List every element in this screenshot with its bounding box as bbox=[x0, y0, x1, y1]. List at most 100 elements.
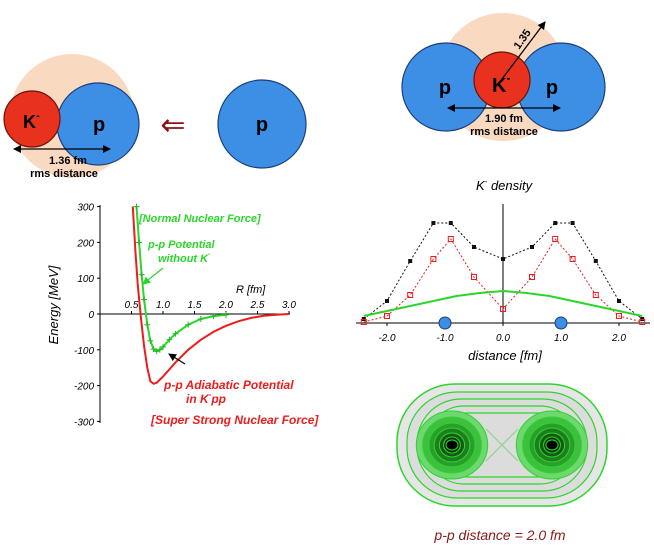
pot-x-tick-label: 2.0 bbox=[218, 300, 233, 311]
proton-position-marker bbox=[438, 316, 452, 330]
red-density-point bbox=[500, 306, 506, 312]
green-potential-point bbox=[133, 203, 140, 210]
den-x-tick-label: 1.0 bbox=[554, 333, 568, 344]
pot-x-tick-label: 1.5 bbox=[188, 300, 202, 311]
kp-system: K- p 1.36 fm rms distance bbox=[3, 54, 140, 180]
total-density-point bbox=[501, 257, 505, 261]
total-density-point bbox=[448, 221, 453, 225]
total-density-point bbox=[570, 221, 575, 225]
green-potential-point bbox=[144, 321, 151, 328]
red-density-point bbox=[430, 256, 437, 262]
den-x-tick-label: -1.0 bbox=[436, 333, 454, 344]
green-potential-point bbox=[223, 311, 229, 318]
pot-x-tick-label: 2.5 bbox=[250, 300, 265, 311]
red-potential-curve bbox=[131, 206, 290, 385]
pot-y-tick-label: 300 bbox=[77, 203, 94, 214]
red-density-point bbox=[447, 236, 454, 242]
total-density-point bbox=[617, 299, 621, 303]
den-x-tick-label: -2.0 bbox=[378, 333, 396, 344]
red-density-point bbox=[616, 313, 622, 319]
total-density-point bbox=[431, 221, 436, 225]
green-potential-point bbox=[166, 336, 173, 343]
total-density-point bbox=[408, 259, 413, 263]
contour-peak bbox=[545, 439, 559, 451]
pot-ylabel: Energy [MeV] bbox=[46, 265, 61, 344]
green-potential-curve bbox=[135, 206, 227, 353]
red-pointer-arrow bbox=[168, 353, 186, 365]
proton-right-circle bbox=[516, 42, 606, 132]
red-density-point bbox=[552, 236, 559, 242]
red-density-point bbox=[407, 292, 414, 298]
pot-y-tick-label: 100 bbox=[77, 274, 94, 285]
red-density-point bbox=[471, 274, 477, 280]
pot-x-tick-label: 1.0 bbox=[156, 300, 170, 311]
total-density-point bbox=[593, 259, 598, 263]
contour-saddle bbox=[485, 428, 519, 462]
free-proton-label: p bbox=[256, 114, 268, 136]
green-potential-point bbox=[141, 296, 148, 303]
green-potential-point bbox=[197, 316, 204, 323]
red-density-point bbox=[569, 256, 576, 262]
den-xlabel: distance [fm] bbox=[468, 348, 542, 363]
red-density-point bbox=[592, 292, 599, 298]
red-density-point bbox=[639, 319, 646, 325]
free-proton: p bbox=[217, 79, 307, 169]
green-potential-point bbox=[160, 343, 166, 350]
adiabatic-label-1: p-p Adiabatic Potential bbox=[163, 378, 294, 392]
adiabatic-label-3: [Super Strong Nuclear Force] bbox=[150, 413, 319, 427]
total-density-point bbox=[472, 245, 476, 249]
adiabatic-label-2: in K-pp bbox=[186, 390, 226, 406]
pot-y-tick-label: -100 bbox=[74, 346, 94, 357]
green-potential-point bbox=[185, 321, 192, 328]
pot-y-tick-label: 0 bbox=[88, 310, 94, 321]
contour-peak bbox=[445, 439, 459, 451]
proton-right-label: p bbox=[546, 77, 558, 99]
red-density-point bbox=[360, 319, 367, 325]
free-proton-circle bbox=[217, 79, 307, 169]
pot-x-tick-label: 0.5 bbox=[125, 300, 139, 311]
rms-label-pp: rms distance bbox=[470, 126, 538, 138]
green-density-curve bbox=[363, 289, 643, 317]
normal-force-label: [Normal Nuclear Force] bbox=[138, 213, 261, 225]
contour-plot: p-p distance = 2.0 fm bbox=[396, 383, 608, 543]
green-potential-point bbox=[210, 313, 217, 320]
green-potential-point bbox=[138, 271, 145, 278]
kaon-center-label: K- bbox=[492, 71, 510, 97]
red-density-point bbox=[529, 274, 535, 280]
density-title: K- density bbox=[476, 177, 534, 193]
pot-y-tick-label: 200 bbox=[76, 238, 94, 249]
density-chart: K- density -2.0 -1.0 0.0 1.0 2.0 distance [f… bbox=[356, 177, 650, 363]
rms-value-pp: 1.90 fm bbox=[485, 113, 523, 125]
den-x-tick-label: 0.0 bbox=[496, 333, 510, 344]
total-density-point bbox=[553, 221, 558, 225]
green-potential-point bbox=[153, 348, 160, 355]
pot-xlabel: R [fm] bbox=[236, 284, 266, 296]
contour-caption: p-p distance = 2.0 fm bbox=[433, 527, 565, 543]
green-potential-point bbox=[156, 346, 163, 353]
without-k-label: without K- bbox=[158, 251, 211, 265]
red-density-point bbox=[384, 313, 390, 319]
pp-potential-label: p-p Potential bbox=[147, 239, 216, 251]
green-potential-point bbox=[136, 239, 143, 246]
den-x-tick-label: 2.0 bbox=[611, 333, 626, 344]
radius-arrow bbox=[501, 21, 546, 80]
total-density-point bbox=[530, 245, 534, 249]
green-potential-point bbox=[147, 337, 154, 344]
red-density-curve bbox=[363, 238, 643, 323]
proton-position-marker bbox=[554, 316, 568, 330]
kaon-label: K- bbox=[23, 110, 40, 132]
green-pointer-arrow bbox=[142, 267, 164, 285]
double-arrow-icon: ⇐ bbox=[160, 109, 185, 142]
proton-label: p bbox=[93, 114, 105, 136]
kpp-system: p p K- 1.35 1.90 fm rms distance bbox=[401, 13, 606, 141]
proton-left-label: p bbox=[439, 77, 451, 99]
green-potential-point bbox=[150, 346, 157, 353]
total-density-point bbox=[385, 299, 389, 303]
rms-label: rms distance bbox=[30, 168, 98, 180]
rms-value: 1.36 fm bbox=[49, 155, 87, 167]
pot-x-tick-label: 3.0 bbox=[282, 300, 296, 311]
green-potential-point bbox=[172, 330, 179, 337]
pot-y-tick-label: -200 bbox=[74, 382, 94, 393]
